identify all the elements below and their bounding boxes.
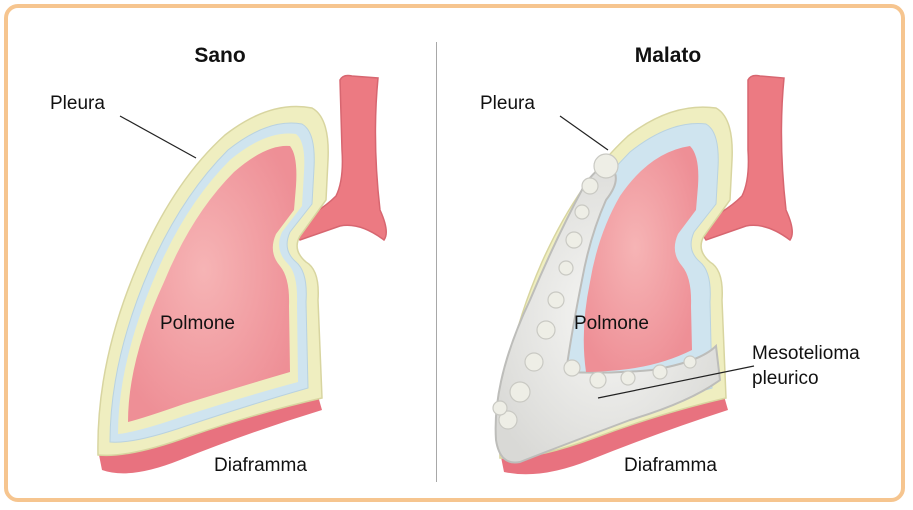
healthy-diaphragm-label: Diaframma	[214, 455, 307, 477]
diseased-pleura-label: Pleura	[480, 93, 535, 115]
diseased-diaphragm-label: Diaframma	[624, 455, 717, 477]
diseased-lung-label: Polmone	[574, 313, 649, 335]
healthy-pleura-label: Pleura	[50, 93, 105, 115]
healthy-lung-drawing	[98, 76, 386, 474]
healthy-lung-label: Polmone	[160, 313, 235, 335]
tumor-label-line2: pleurico	[752, 368, 819, 390]
diseased-pleura-leader	[560, 116, 608, 150]
diseased-lung-drawing	[493, 76, 792, 475]
healthy-pleura-leader	[120, 116, 196, 158]
diseased-panel-title: Malato	[635, 44, 702, 68]
tumor-label-line1: Mesotelioma	[752, 343, 860, 365]
healthy-panel-title: Sano	[194, 44, 245, 68]
